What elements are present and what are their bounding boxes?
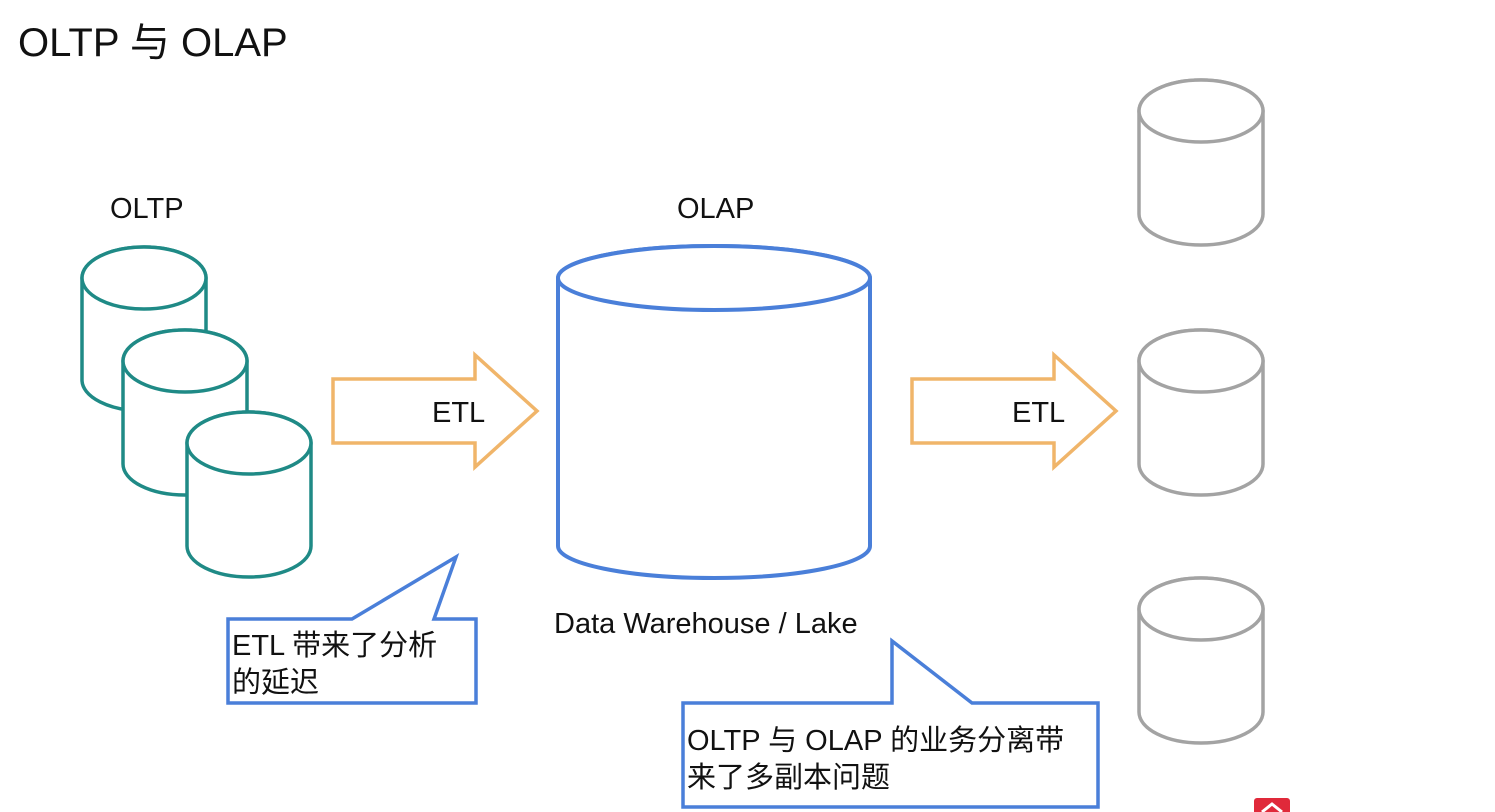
- etl-arrow-right: ETL: [910, 351, 1119, 471]
- olap-label: OLAP: [677, 193, 754, 225]
- oltp-label: OLTP: [110, 193, 184, 225]
- logo-house-icon: [1261, 802, 1283, 812]
- oltp-cylinder-2: [121, 328, 249, 497]
- callout-etl-latency-line-1: ETL 带来了分析: [232, 629, 437, 662]
- warehouse-label: Data Warehouse / Lake: [554, 608, 858, 640]
- olap-warehouse-icon: [556, 244, 872, 580]
- replica-database-icon-2: [1137, 328, 1265, 497]
- etl-label-right: ETL: [1012, 397, 1065, 429]
- oltp-cylinder-3: [185, 410, 313, 579]
- callout-multi-replica-line-2: 来了多副本问题: [687, 761, 890, 794]
- replica-database-icon-3: [1137, 576, 1265, 745]
- callout-multi-replica: OLTP 与 OLAP 的业务分离带 来了多副本问题: [681, 637, 1100, 809]
- callout-etl-latency: ETL 带来了分析 的延迟: [226, 553, 478, 705]
- callout-multi-replica-line-1: OLTP 与 OLAP 的业务分离带: [687, 724, 1064, 757]
- page-title: OLTP 与 OLAP: [18, 21, 288, 65]
- replica-database-icon-1: [1137, 78, 1265, 247]
- oltp-database-icon: [80, 245, 313, 579]
- etl-label-left: ETL: [432, 397, 485, 429]
- brand-logo: [1254, 798, 1290, 812]
- etl-arrow-left: ETL: [331, 351, 540, 471]
- callout-etl-latency-line-2: 的延迟: [232, 666, 319, 699]
